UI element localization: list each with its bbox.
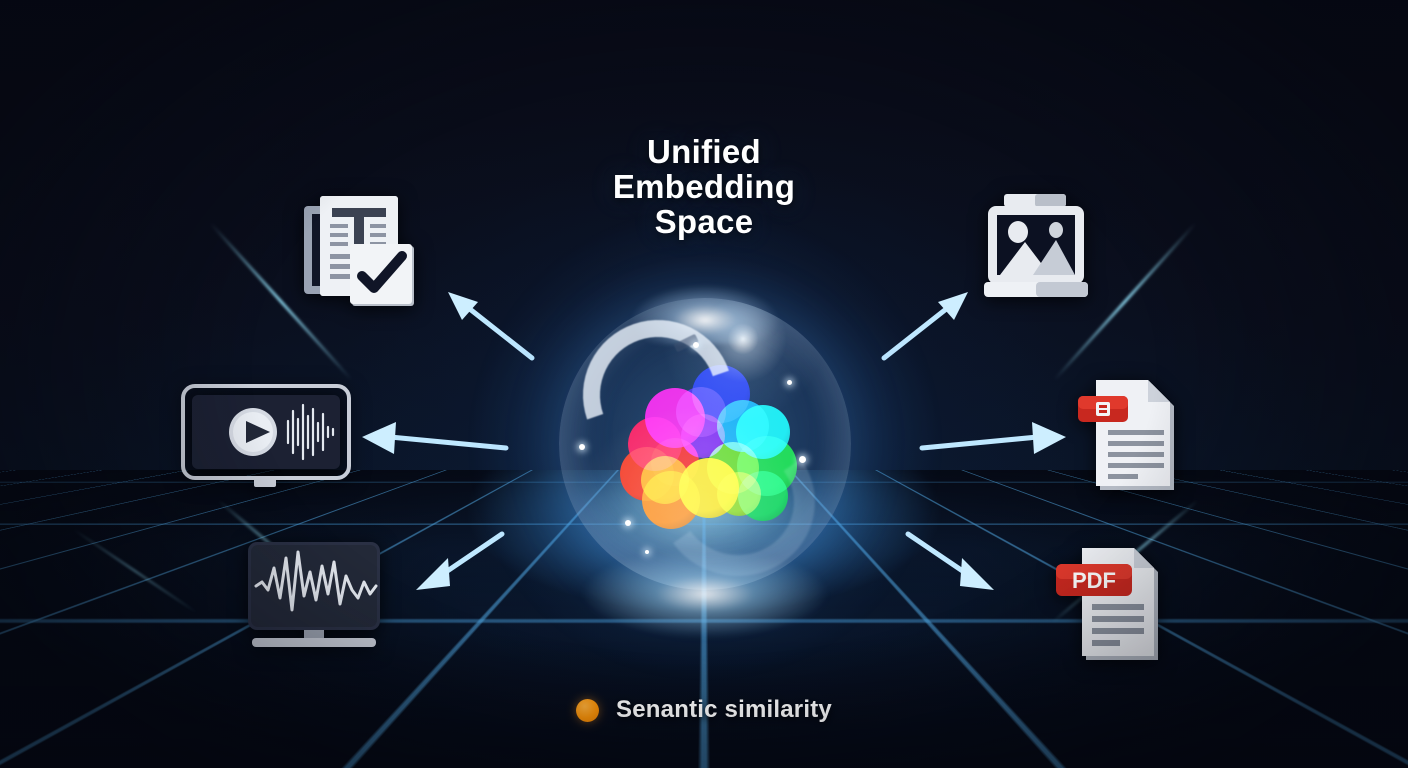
unified-embedding-sphere[interactable] [449, 188, 961, 700]
sparkle-icon [693, 342, 699, 348]
arrow-to-video [360, 418, 509, 458]
arrow-to-image [880, 286, 976, 362]
arrow-to-audio [406, 528, 506, 600]
arrow-to-doc [919, 418, 1068, 458]
legend-dot-icon [576, 698, 600, 722]
sparkle-icon [799, 456, 806, 463]
legend: Senantic similarity [0, 696, 1408, 724]
pdf-badge-label: PDF [1072, 568, 1116, 593]
video-player-icon[interactable] [180, 383, 352, 489]
embedding-point [717, 472, 761, 516]
pdf-document-icon[interactable]: PDF [1054, 548, 1166, 664]
title-line-2: Embedding [612, 168, 796, 205]
title-line-3: Space [654, 203, 754, 240]
page-title: Unified Embedding Space [0, 134, 1408, 239]
legend-label: Senantic similarity [616, 696, 832, 723]
title-line-1: Unified [647, 133, 761, 170]
sphere-ground-glow [580, 549, 830, 640]
sparkle-icon [625, 520, 631, 526]
document-badge-icon[interactable] [1070, 378, 1184, 496]
arrow-to-pdf [904, 528, 1004, 600]
audio-waveform-monitor-icon[interactable] [234, 538, 394, 650]
sparkle-icon [787, 380, 792, 385]
arrow-to-text [440, 286, 536, 362]
sparkle-icon [579, 444, 585, 450]
